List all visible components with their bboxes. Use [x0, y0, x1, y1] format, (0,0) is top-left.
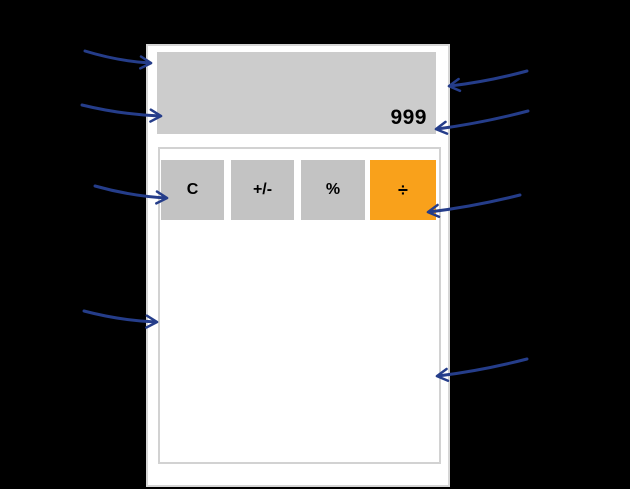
display-value: 999	[390, 106, 427, 129]
clear-button[interactable]: C	[161, 160, 224, 220]
annotation-arrow-display-right	[434, 109, 530, 135]
calculator-display: 999	[157, 52, 436, 134]
annotation-arrow-frame-top-right	[447, 69, 529, 93]
percent-button[interactable]: %	[301, 160, 365, 220]
annotation-arrow-keypad-right	[435, 357, 529, 382]
annotation-arrow-frame-top-left	[83, 49, 153, 70]
calculator-window: 999 C +/- % ÷	[146, 44, 450, 487]
keypad-panel: C +/- % ÷	[158, 147, 441, 464]
divide-button[interactable]: ÷	[370, 160, 436, 220]
plus-minus-button[interactable]: +/-	[231, 160, 294, 220]
